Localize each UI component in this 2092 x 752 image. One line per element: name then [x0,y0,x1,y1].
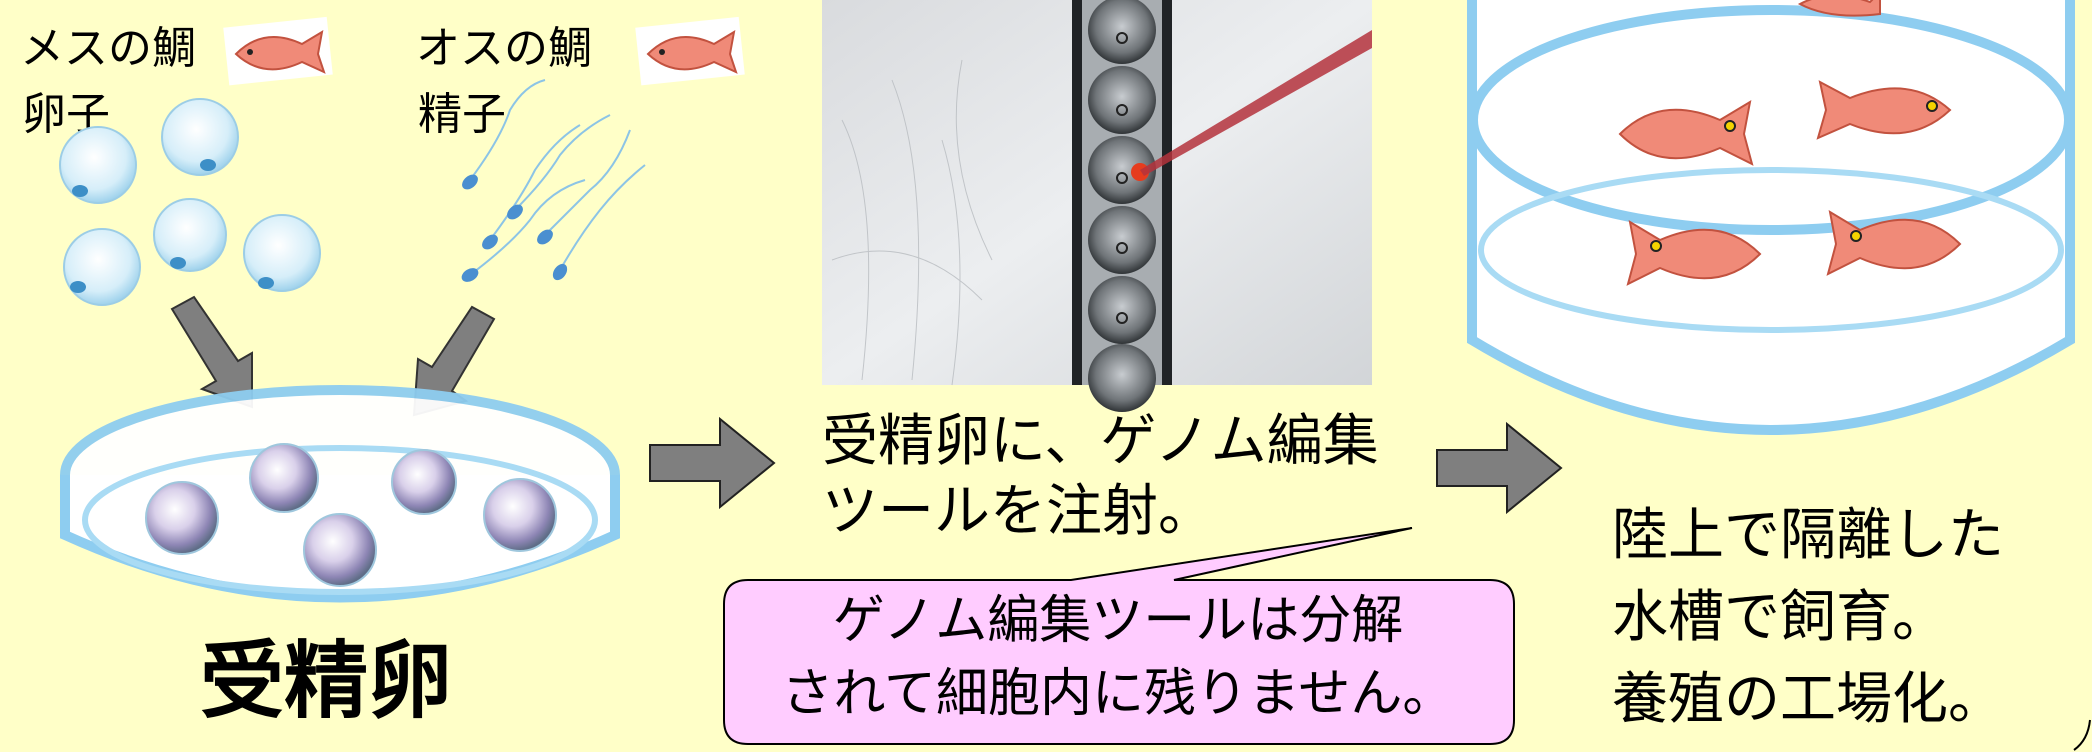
slide-corner-curl [2073,719,2091,751]
petri-dish-icon [60,385,620,603]
callout-text-line2: されて細胞内に残りません。 [781,664,1455,724]
farm-text-line2: 水槽で飼育。 [1612,585,1948,650]
fish-icon [1816,80,1952,140]
arrow-right-icon [1436,421,1563,515]
fish-tank-icon [1467,0,2075,435]
inject-text-line2: ツールを注射。 [822,479,1214,544]
fertilized-egg-icon [145,443,557,587]
microinjection-image [822,0,1372,412]
male-label-line2: 精子 [418,89,506,140]
farm-text-line1: 陸上で隔離した [1612,503,2004,568]
embryo-column [1088,0,1156,412]
male-fish-icon [635,16,745,86]
sperm-group [461,79,646,282]
arrow-right-icon [649,416,776,510]
egg-cells-group [59,98,321,306]
injection-needle [1140,30,1372,176]
fish-icon [1626,219,1762,286]
callout-bubble [723,527,1515,745]
inject-text-line1: 受精卵に、ゲノム編集 [822,409,1379,474]
farm-text-line3: 養殖の工場化。 [1612,667,2004,732]
fish-icon [1618,99,1754,166]
callout-text-line1: ゲノム編集ツールは分解 [832,591,1404,651]
fertilized-egg-label: 受精卵 [200,632,453,730]
fish-icon [1797,0,1881,17]
sperm-icon [461,174,568,282]
female-fish-icon [223,16,333,86]
female-label-line1: メスの鯛 [20,23,196,74]
fish-icon [1826,209,1962,276]
egg-icon [59,98,321,306]
arrow-down-left-icon [170,295,253,409]
male-label-line1: オスの鯛 [416,23,592,74]
